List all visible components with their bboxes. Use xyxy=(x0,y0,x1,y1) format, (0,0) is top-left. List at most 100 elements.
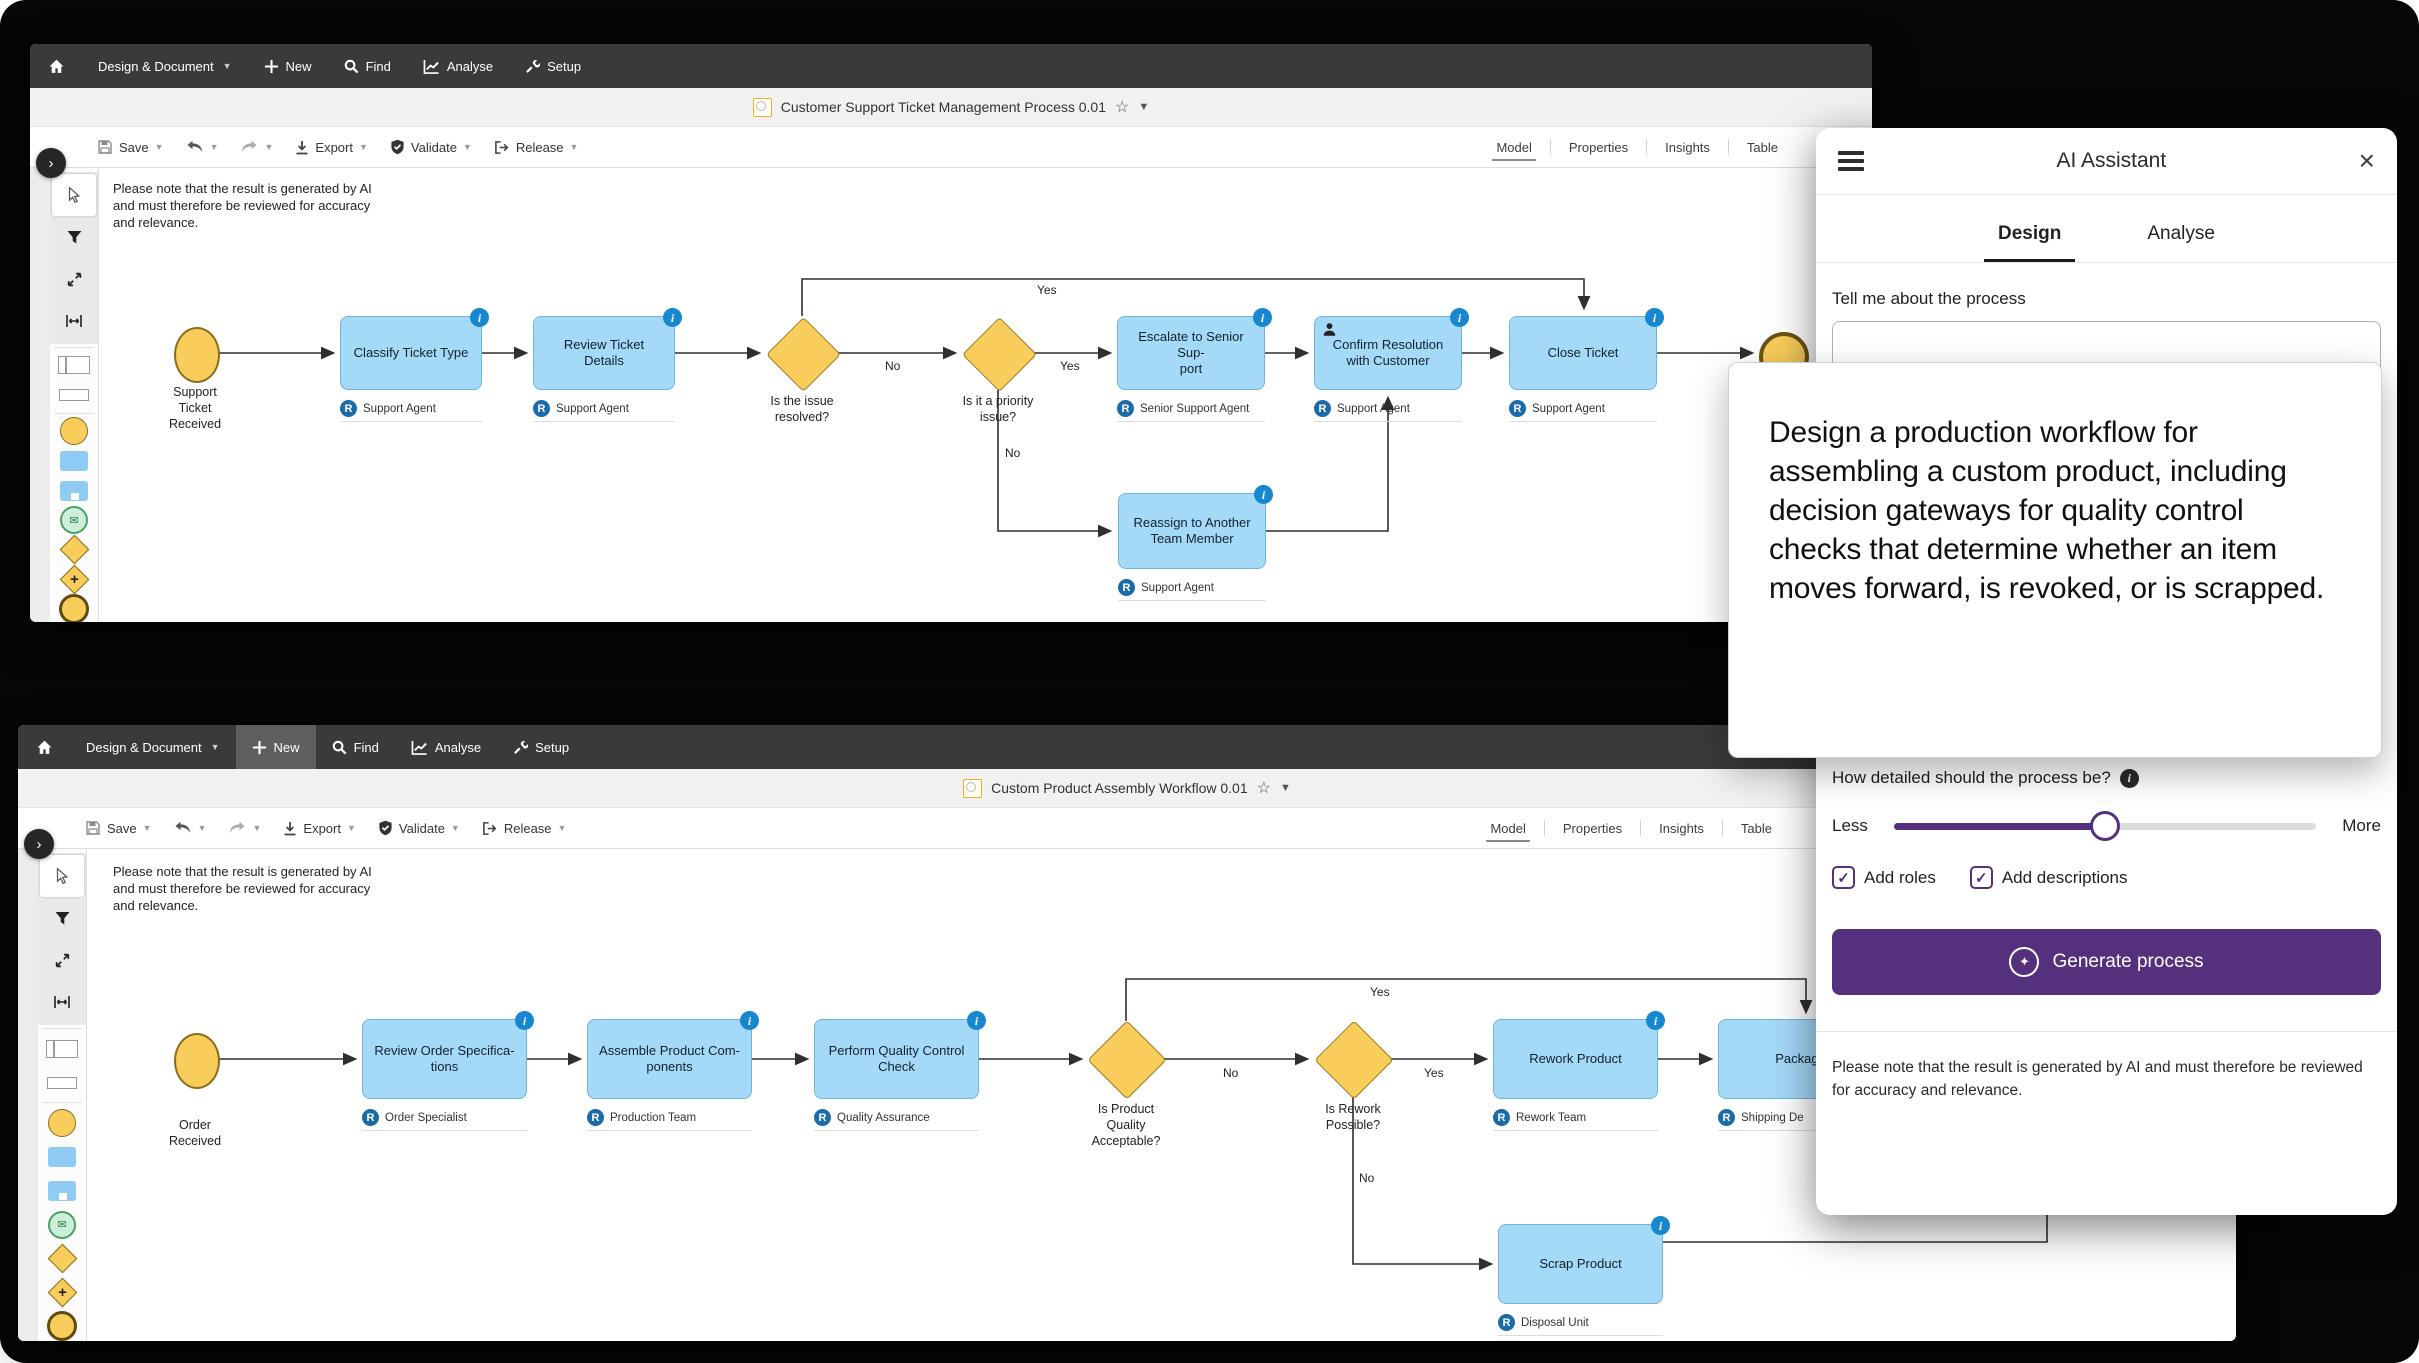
gateway-shape[interactable] xyxy=(50,534,98,565)
tab-design[interactable]: Design xyxy=(1984,217,2076,262)
nav-item-find[interactable]: Find xyxy=(328,44,407,88)
info-badge-icon[interactable]: i xyxy=(1646,1011,1665,1030)
gateway-shape[interactable] xyxy=(38,1242,86,1276)
spacing-tool[interactable] xyxy=(50,300,98,342)
nav-item-new[interactable]: New xyxy=(248,44,328,88)
view-tab-model[interactable]: Model xyxy=(1478,127,1549,167)
cursor-tool[interactable] xyxy=(40,855,84,897)
cursor-tool[interactable] xyxy=(52,174,96,216)
start-event-shape[interactable] xyxy=(50,417,98,447)
save-button[interactable]: Save▼ xyxy=(76,808,161,848)
panel-toggle-button[interactable]: › xyxy=(24,829,54,859)
info-badge-icon[interactable]: i xyxy=(1254,485,1273,504)
end-event-shape[interactable] xyxy=(50,594,98,622)
save-button[interactable]: Save▼ xyxy=(88,127,173,167)
info-badge-icon[interactable]: i xyxy=(1645,308,1664,327)
lane-shape[interactable] xyxy=(38,1066,86,1100)
info-badge-icon[interactable]: i xyxy=(967,1011,986,1030)
info-icon[interactable]: i xyxy=(2119,768,2139,788)
undo-button[interactable]: ▼ xyxy=(165,808,216,848)
panel-toggle-button[interactable]: › xyxy=(36,148,66,178)
parallel-gateway-shape[interactable]: + xyxy=(38,1275,86,1309)
start-event[interactable] xyxy=(174,1033,220,1089)
nav-item-analyse[interactable]: Analyse xyxy=(407,44,509,88)
info-badge-icon[interactable]: i xyxy=(515,1011,534,1030)
home-icon[interactable] xyxy=(30,44,82,88)
resize-tool[interactable] xyxy=(50,258,98,300)
undo-button[interactable]: ▼ xyxy=(177,127,228,167)
view-tab-properties[interactable]: Properties xyxy=(1568,139,1629,155)
favorite-star-icon[interactable]: ☆ xyxy=(1256,780,1271,797)
info-badge-icon[interactable]: i xyxy=(1253,308,1272,327)
export-button[interactable]: Export▼ xyxy=(286,127,377,167)
detail-slider[interactable] xyxy=(1893,811,2317,841)
pool-shape[interactable] xyxy=(50,351,98,381)
info-badge-icon[interactable]: i xyxy=(470,308,489,327)
release-button[interactable]: Release▼ xyxy=(485,127,588,167)
spacing-tool[interactable] xyxy=(38,981,86,1023)
end-event-shape[interactable] xyxy=(38,1309,86,1341)
info-badge-icon[interactable]: i xyxy=(740,1011,759,1030)
view-tab-insights[interactable]: Insights xyxy=(1659,820,1704,836)
view-tab-properties[interactable]: Properties xyxy=(1562,820,1623,836)
checkbox-add-descriptions[interactable]: ✓ Add descriptions xyxy=(1969,866,2128,889)
nav-item-design-document[interactable]: Design & Document▼ xyxy=(98,58,232,74)
resize-tool[interactable] xyxy=(38,939,86,981)
start-event-shape[interactable] xyxy=(38,1106,86,1140)
view-tab-model[interactable]: Model xyxy=(1472,808,1543,848)
view-tab-table[interactable]: Table xyxy=(1740,820,1772,836)
nav-item-setup[interactable]: Setup xyxy=(497,725,585,769)
nav-item-new[interactable]: New xyxy=(235,725,316,769)
favorite-star-icon[interactable]: ☆ xyxy=(1115,99,1130,116)
task-shape[interactable] xyxy=(50,446,98,476)
title-chevron-down-icon[interactable]: ▼ xyxy=(1279,782,1291,794)
message-event-shape[interactable]: ✉ xyxy=(38,1208,86,1242)
checkbox-add-roles[interactable]: ✓ Add roles xyxy=(1832,866,1936,889)
slider-thumb[interactable] xyxy=(2090,811,2121,841)
info-badge-icon[interactable]: i xyxy=(1450,308,1469,327)
start-event[interactable] xyxy=(174,327,220,383)
diagram-canvas[interactable]: Please note that the result is generated… xyxy=(99,168,1872,622)
info-badge-icon[interactable]: i xyxy=(1651,1216,1670,1235)
view-tab-insights[interactable]: Insights xyxy=(1665,139,1710,155)
redo-button[interactable]: ▼ xyxy=(219,808,270,848)
nav-item-design-document[interactable]: Design & Document▼ xyxy=(86,739,220,755)
nav-item-find[interactable]: Find xyxy=(316,725,395,769)
pool-shape[interactable] xyxy=(38,1032,86,1066)
nav-item-setup[interactable]: Setup xyxy=(509,44,597,88)
filter-tool[interactable] xyxy=(38,897,86,939)
hamburger-menu-icon[interactable] xyxy=(1838,151,1864,171)
redo-button[interactable]: ▼ xyxy=(231,127,282,167)
subprocess-shape[interactable] xyxy=(38,1174,86,1208)
generate-process-button[interactable]: ✦ Generate process xyxy=(1832,929,2381,995)
close-icon[interactable]: × xyxy=(2358,145,2375,176)
validate-button[interactable]: Validate▼ xyxy=(381,127,481,167)
subprocess-shape[interactable] xyxy=(50,476,98,506)
export-button[interactable]: Export▼ xyxy=(274,808,365,848)
message-event-shape[interactable]: ✉ xyxy=(50,505,98,535)
view-tab-table[interactable]: Table xyxy=(1746,139,1778,155)
info-badge-icon[interactable]: i xyxy=(663,308,682,327)
title-chevron-down-icon[interactable]: ▼ xyxy=(1138,101,1150,113)
release-button[interactable]: Release▼ xyxy=(473,808,576,848)
validate-button[interactable]: Validate▼ xyxy=(369,808,469,848)
lane-shape[interactable] xyxy=(50,380,98,410)
home-icon[interactable] xyxy=(18,725,70,769)
parallel-gateway-shape[interactable]: + xyxy=(50,564,98,595)
nav-item-analyse[interactable]: Analyse xyxy=(395,725,497,769)
task-shape[interactable] xyxy=(38,1140,86,1174)
filter-tool[interactable] xyxy=(50,216,98,258)
tab-analyse[interactable]: Analyse xyxy=(2147,223,2215,244)
